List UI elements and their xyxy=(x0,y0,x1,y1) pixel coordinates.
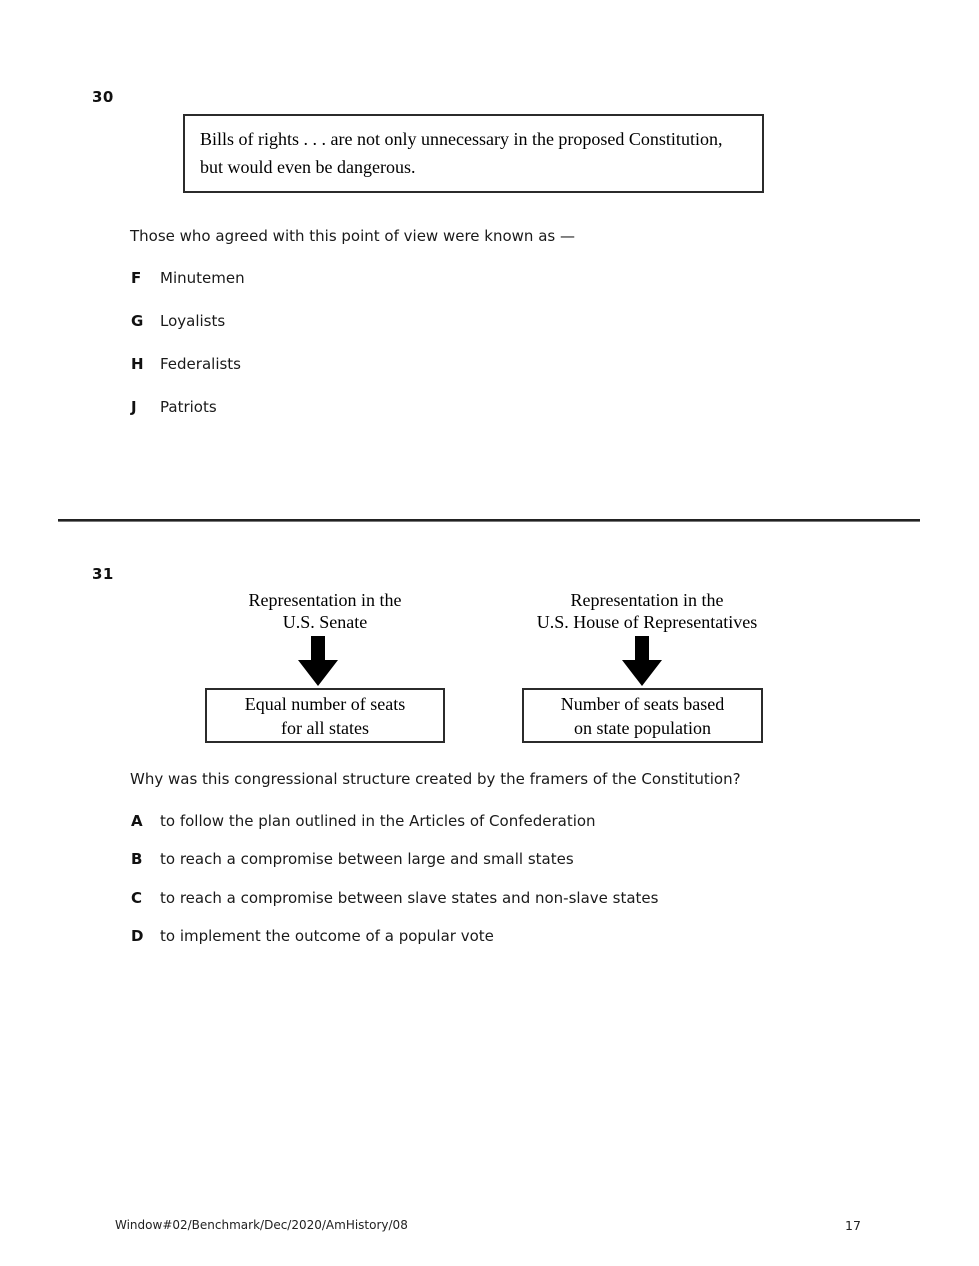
question-30-option-h: H Federalists xyxy=(131,355,241,373)
option-text: to implement the outcome of a popular vo… xyxy=(160,927,494,945)
question-30-option-g: G Loyalists xyxy=(131,312,225,330)
diagram-box-house: Number of seats based on state populatio… xyxy=(522,688,763,743)
option-text: to reach a compromise between large and … xyxy=(160,850,574,868)
diagram-box-senate: Equal number of seats for all states xyxy=(205,688,445,743)
option-letter: B xyxy=(131,850,143,868)
footer-page-number: 17 xyxy=(845,1218,861,1233)
option-text: Minutemen xyxy=(160,269,245,287)
option-text: Loyalists xyxy=(160,312,226,330)
question-30-number: 30 xyxy=(92,88,114,106)
option-text: Patriots xyxy=(160,398,217,416)
option-letter: F xyxy=(131,269,142,287)
question-31-number: 31 xyxy=(92,565,114,583)
question-30-option-f: F Minutemen xyxy=(131,269,245,287)
diagram-box-line: Number of seats based xyxy=(560,694,725,714)
option-text: to reach a compromise between slave stat… xyxy=(160,889,659,907)
diagram-header-line: Representation in the xyxy=(570,590,724,610)
option-letter: D xyxy=(131,927,144,945)
diagram-box-line: for all states xyxy=(281,718,369,738)
diagram-box-line: on state population xyxy=(574,718,711,738)
diagram-header-line: U.S. House of Representatives xyxy=(536,612,758,632)
section-divider xyxy=(58,519,920,522)
diagram-box-line: Equal number of seats xyxy=(244,694,406,714)
diagram-header-house: Representation in the U.S. House of Repr… xyxy=(497,589,797,633)
question-31-stem: Why was this congressional structure cre… xyxy=(130,770,741,788)
question-30-option-j: J Patriots xyxy=(131,398,217,416)
diagram-header-line: Representation in the xyxy=(248,590,402,610)
option-letter: J xyxy=(131,398,137,416)
option-letter: H xyxy=(131,355,144,373)
option-letter: A xyxy=(131,812,143,830)
option-letter: C xyxy=(131,889,143,907)
footer-document-id: Window#02/Benchmark/Dec/2020/AmHistory/0… xyxy=(115,1218,408,1232)
down-arrow-icon xyxy=(622,636,662,686)
option-text: Federalists xyxy=(160,355,241,373)
diagram-header-senate: Representation in the U.S. Senate xyxy=(185,589,465,633)
question-30-quote-box: Bills of rights . . . are not only unnec… xyxy=(183,114,764,193)
option-text: to follow the plan outlined in the Artic… xyxy=(160,812,596,830)
down-arrow-icon xyxy=(298,636,338,686)
question-30-stem: Those who agreed with this point of view… xyxy=(130,227,575,245)
option-letter: G xyxy=(131,312,144,330)
diagram-header-line: U.S. Senate xyxy=(282,612,368,632)
question-30-quote-text: Bills of rights . . . are not only unnec… xyxy=(200,129,723,177)
